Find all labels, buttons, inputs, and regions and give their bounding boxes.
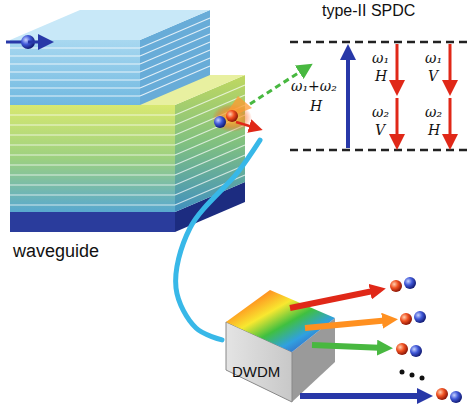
photon-label: H	[310, 98, 322, 114]
node-label: DWDM	[232, 363, 280, 380]
waveguide-illustration	[10, 10, 245, 232]
photon-label: ω₂	[425, 104, 442, 120]
dwdm-node: DWDM	[222, 285, 342, 407]
photon-label: V	[375, 122, 385, 138]
photon-label: ω₁+ω₂	[291, 78, 337, 94]
spdc-emission	[212, 68, 306, 132]
process-name: type-II SPDC	[322, 2, 415, 20]
photon-label: ω₂	[372, 104, 389, 120]
photon-label: ω₁	[372, 50, 389, 66]
node-label: waveguide	[13, 241, 99, 262]
optical-fiber	[176, 140, 260, 340]
output-channels	[290, 277, 462, 403]
photon-label: H	[375, 68, 387, 84]
energy-diagram	[290, 42, 470, 150]
input-photon	[6, 35, 46, 49]
photon-label: V	[428, 68, 438, 84]
photon-label: ω₁	[425, 50, 442, 66]
waveguide-node: waveguide	[5, 5, 260, 270]
photon-label: H	[428, 122, 440, 138]
